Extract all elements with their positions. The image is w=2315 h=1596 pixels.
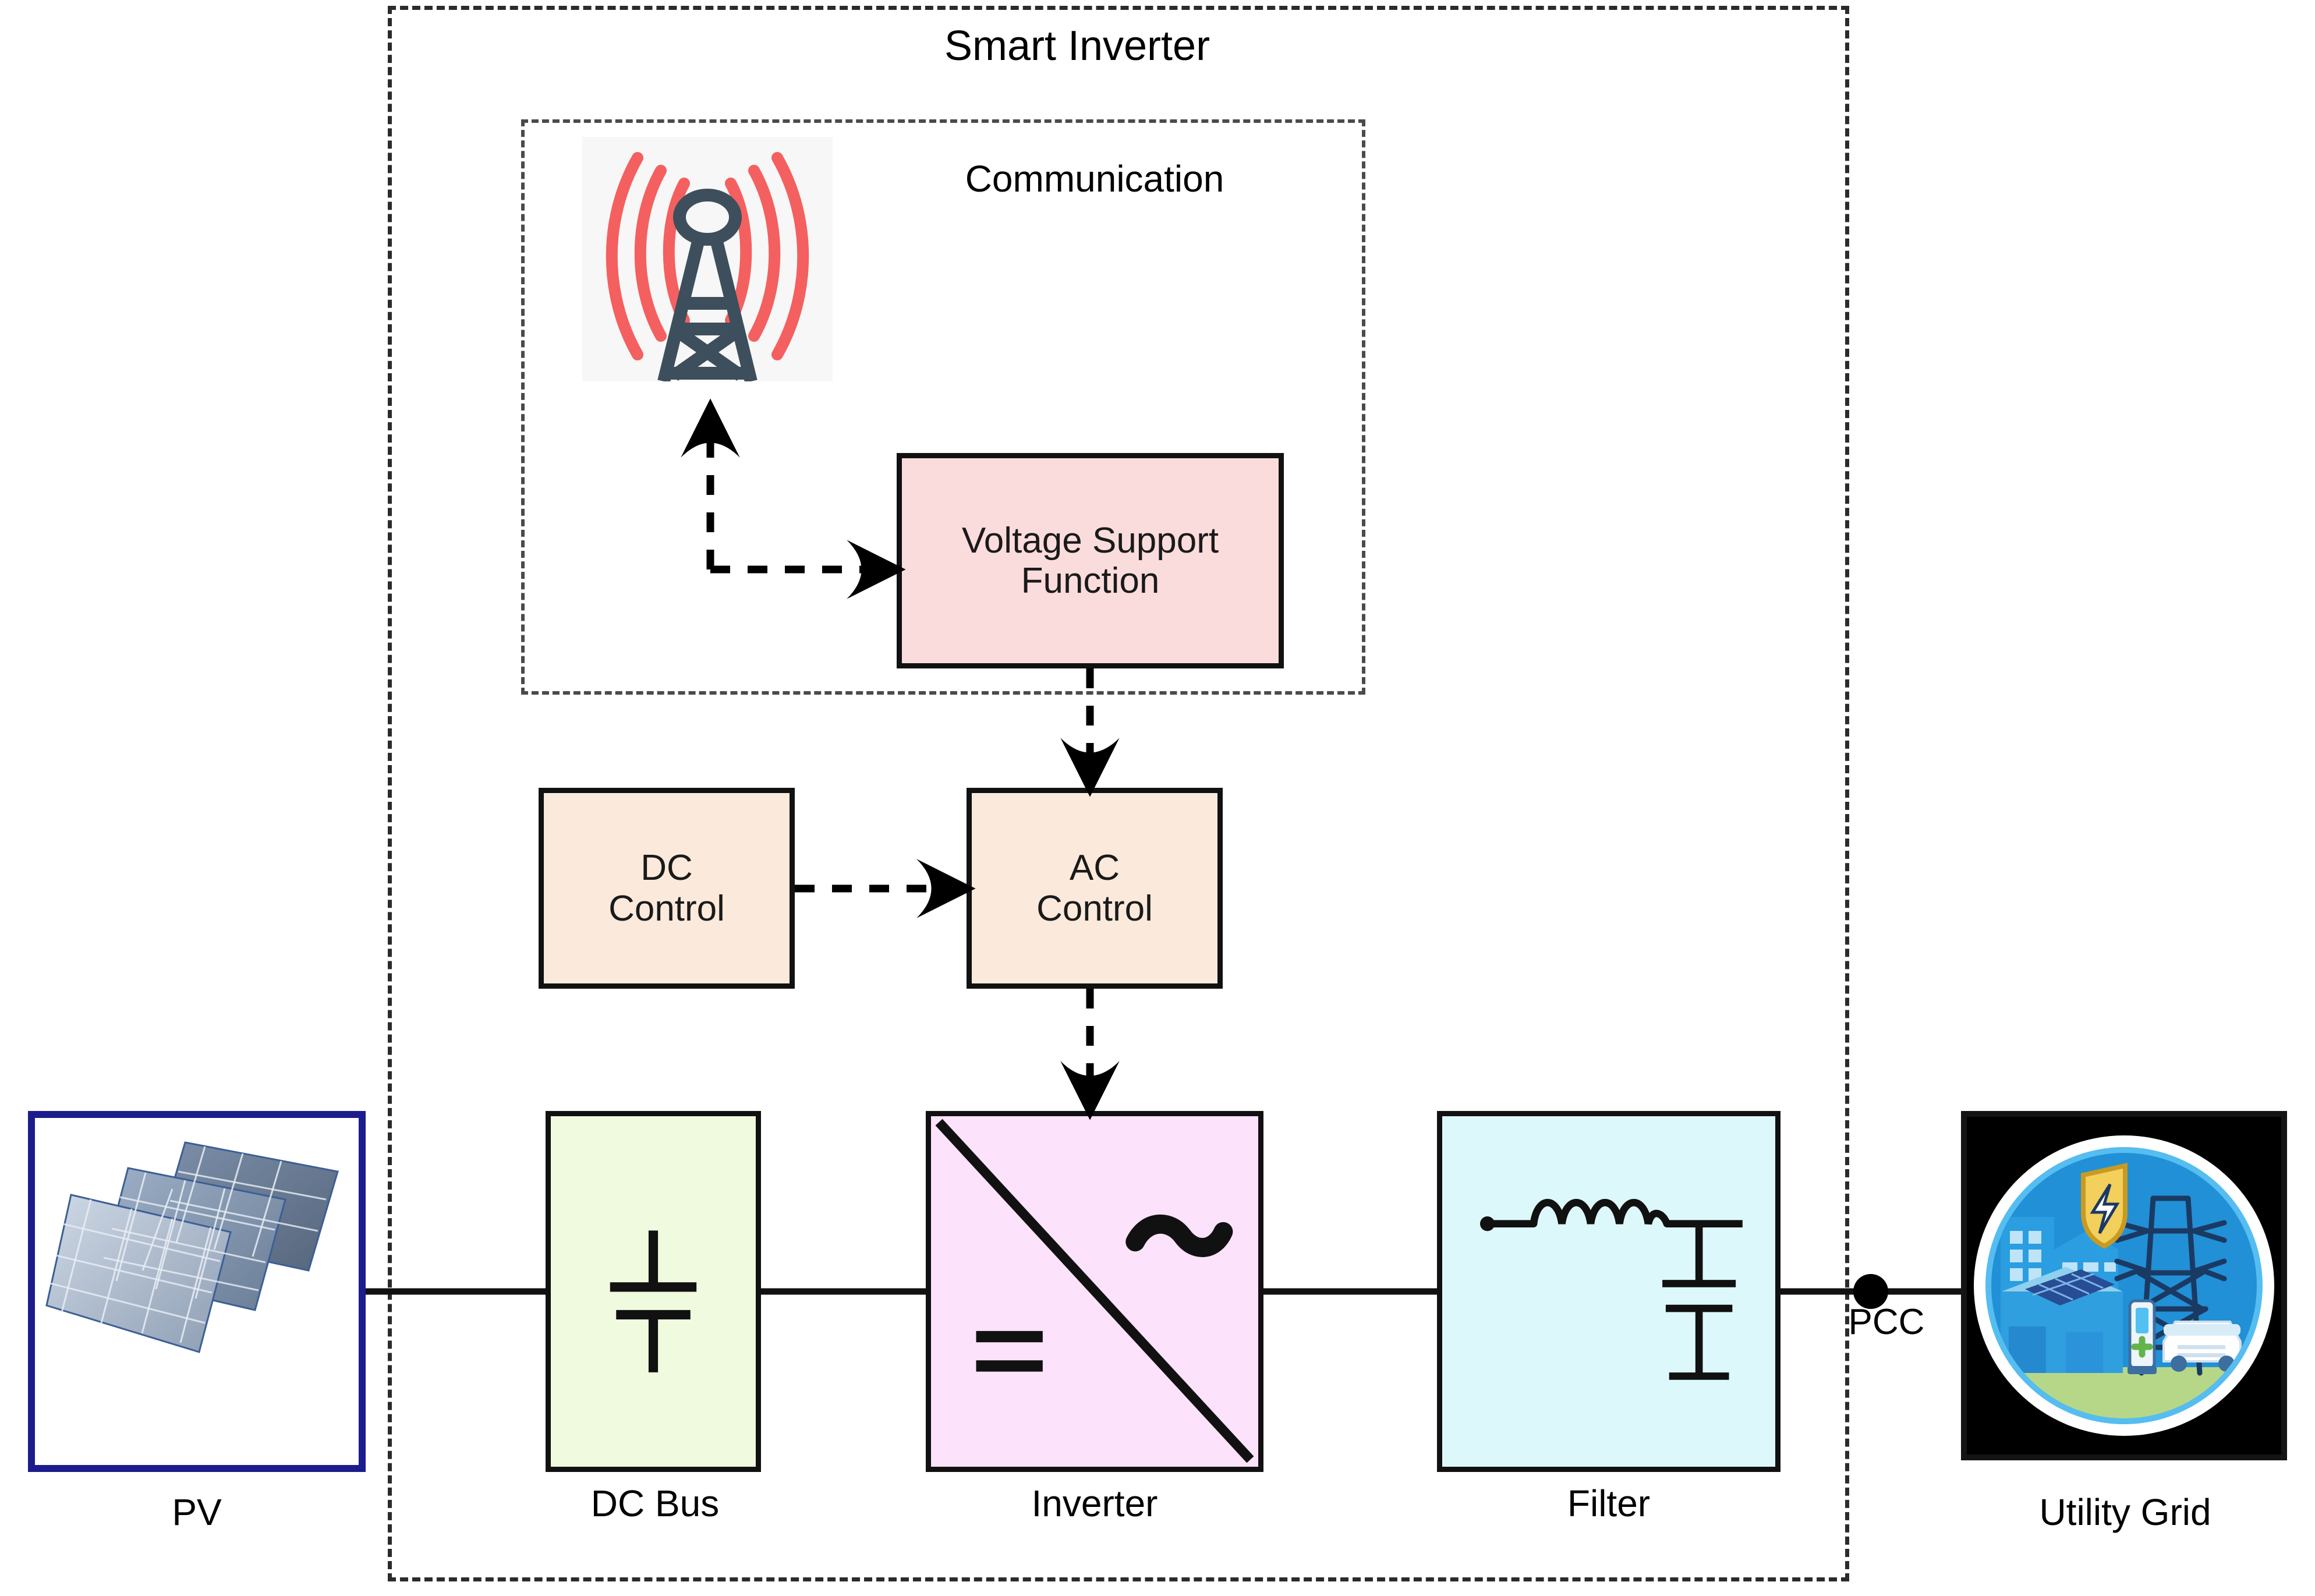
communication-label: Communication xyxy=(965,158,1224,200)
inverter-label: Inverter xyxy=(1031,1482,1158,1524)
utility-grid-scene-icon xyxy=(1967,1117,2281,1455)
capacitor-icon xyxy=(610,1230,697,1372)
dc-bus-label: DC Bus xyxy=(590,1482,720,1524)
pv-panel-card[interactable] xyxy=(28,1111,366,1472)
dc-control-label: DC Control xyxy=(608,848,725,929)
lc-filter-icon xyxy=(1479,1199,1743,1380)
dc-ac-converter-icon xyxy=(935,1119,1254,1463)
ac-control-block[interactable]: AC Control xyxy=(967,788,1223,989)
voltage-support-function-block[interactable]: Voltage Support Function xyxy=(897,453,1284,668)
dc-control-block[interactable]: DC Control xyxy=(539,788,795,989)
dc-bus-block[interactable] xyxy=(546,1111,761,1472)
smart-inverter-boundary xyxy=(388,6,1849,1581)
pv-label: PV xyxy=(172,1491,222,1533)
ac-control-label: AC Control xyxy=(1036,848,1153,929)
smart-inverter-title: Smart Inverter xyxy=(944,23,1210,69)
solar-panel-array-icon xyxy=(35,1118,359,1465)
filter-block[interactable] xyxy=(1437,1111,1781,1472)
inverter-block[interactable] xyxy=(926,1111,1263,1472)
radio-tower-icon xyxy=(582,137,833,383)
communication-boundary xyxy=(521,119,1365,695)
pcc-label: PCC xyxy=(1848,1302,1925,1342)
filter-label: Filter xyxy=(1567,1482,1651,1524)
utility-grid-label: Utility Grid xyxy=(2039,1491,2211,1533)
voltage-support-function-label: Voltage Support Function xyxy=(961,520,1219,601)
utility-grid-card[interactable] xyxy=(1961,1111,2287,1460)
